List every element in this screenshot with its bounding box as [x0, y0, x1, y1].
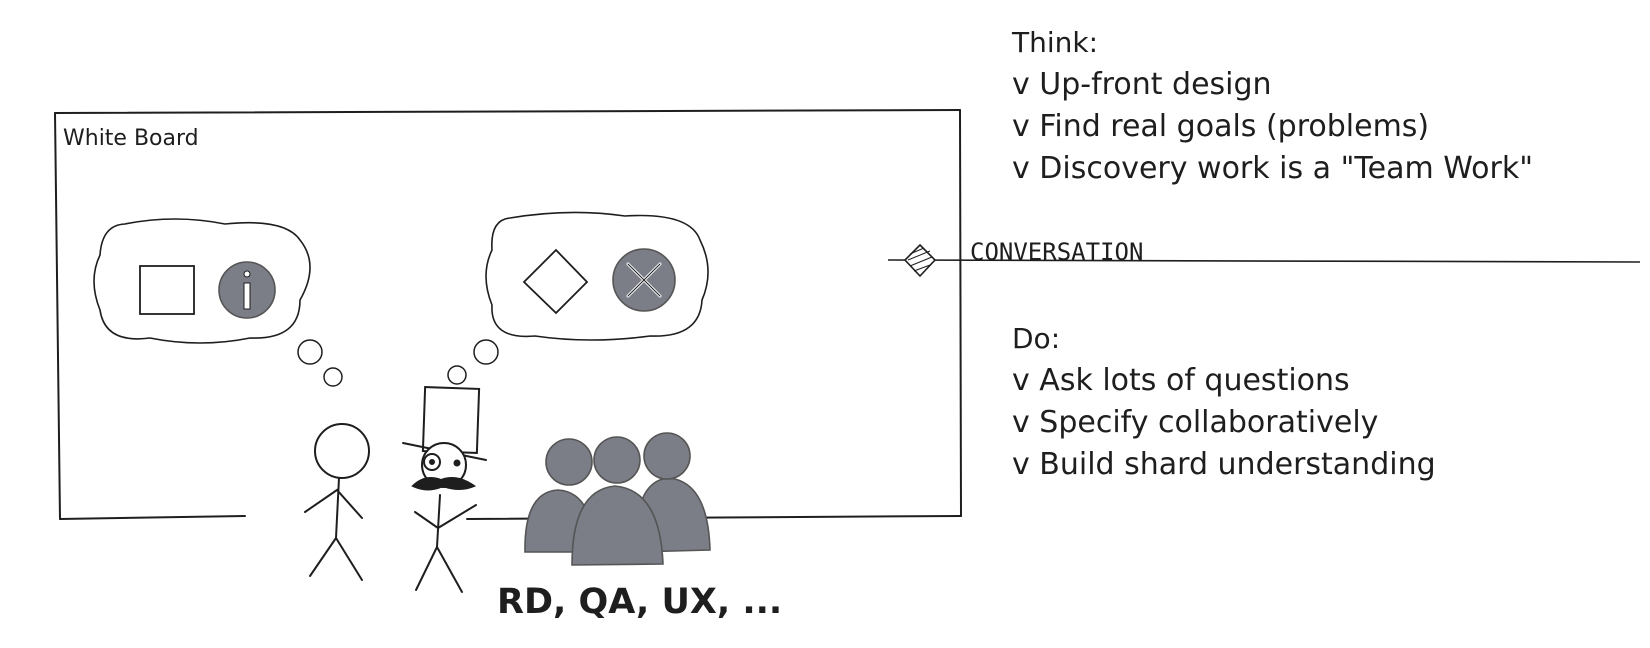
- thought-bubble-right: [447, 211, 709, 385]
- group-icon: [524, 432, 711, 566]
- person-icon: [304, 423, 370, 581]
- square-icon: [139, 265, 195, 315]
- conversation-line: [887, 259, 1641, 263]
- do-list: Do: v Ask lots of questions v Specify co…: [1012, 322, 1436, 482]
- diamond-icon: [522, 248, 589, 315]
- think-item: v Find real goals (problems): [1012, 109, 1429, 144]
- do-item: v Build shard understanding: [1012, 447, 1436, 482]
- diamond-marker-icon: [903, 243, 937, 278]
- think-item: v Discovery work is a "Team Work": [1012, 151, 1533, 186]
- team-label: RD, QA, UX, ...: [497, 582, 782, 622]
- think-heading: Think:: [1011, 26, 1098, 59]
- think-list: Think: v Up-front design v Find real goa…: [1011, 26, 1533, 186]
- close-icon: [612, 248, 676, 312]
- think-item: v Up-front design: [1012, 67, 1272, 102]
- conversation-label: CONVERSATION: [970, 238, 1143, 266]
- do-item: v Ask lots of questions: [1012, 363, 1350, 398]
- do-heading: Do:: [1012, 322, 1060, 355]
- whiteboard-frame: [54, 109, 962, 520]
- do-item: v Specify collaboratively: [1012, 405, 1378, 440]
- top-hat-person-icon: [402, 386, 487, 593]
- thought-bubble-left: [93, 218, 343, 387]
- info-icon: [218, 261, 276, 319]
- whiteboard-label: White Board: [63, 126, 199, 151]
